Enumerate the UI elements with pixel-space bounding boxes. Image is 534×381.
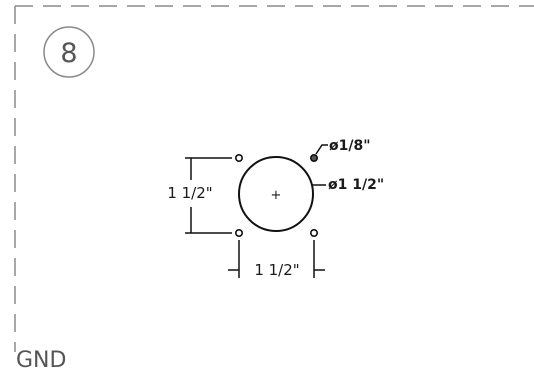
horizontal-dim-text: 1 1/2" — [254, 261, 299, 279]
detail-number-circle — [43, 26, 95, 78]
large-hole-circle — [238, 156, 314, 232]
small-hole-top-left — [235, 154, 244, 163]
small-hole-bottom-left — [235, 229, 244, 238]
detail-number-bubble: 8 — [43, 26, 95, 78]
small-hole-bottom-right — [309, 229, 318, 238]
small-hole-callout: ø1/8" — [329, 138, 371, 154]
vertical-dimension — [185, 157, 232, 234]
horizontal-dimension — [228, 240, 325, 278]
large-hole-callout: ø1 1/2" — [328, 177, 384, 193]
vertical-dim-text: 1 1/2" — [167, 184, 212, 202]
detail-number: 8 — [60, 38, 77, 69]
small-hole-top-right — [309, 154, 318, 163]
large-hole: + — [238, 156, 314, 232]
callout-leaders — [312, 144, 328, 186]
center-mark: + — [271, 188, 282, 203]
gnd-label: GND — [16, 348, 66, 373]
detail-border — [14, 5, 534, 352]
small-holes — [235, 154, 318, 238]
small-hole-leader — [315, 144, 328, 155]
